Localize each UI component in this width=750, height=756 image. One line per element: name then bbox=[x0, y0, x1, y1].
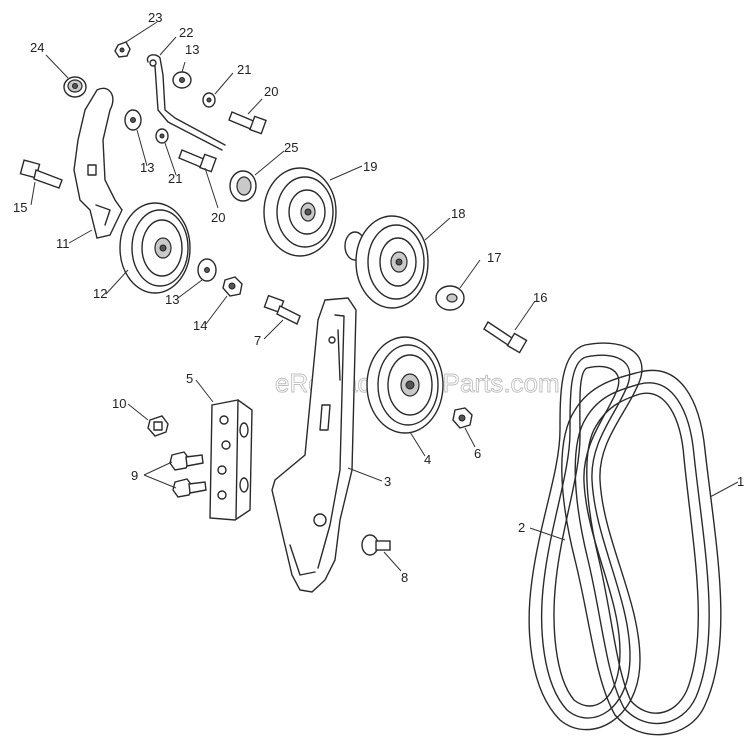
washer-13c bbox=[197, 258, 217, 282]
callout-4: 4 bbox=[424, 452, 431, 467]
bracket-11 bbox=[73, 87, 123, 239]
callout-3: 3 bbox=[384, 474, 391, 489]
nut-24 bbox=[63, 76, 87, 98]
mounting-plate bbox=[209, 399, 253, 521]
callout-21a: 21 bbox=[237, 62, 251, 77]
bolt-15 bbox=[19, 159, 63, 189]
callout-18: 18 bbox=[451, 206, 465, 221]
bolt-8 bbox=[361, 534, 391, 556]
callout-7: 7 bbox=[254, 333, 261, 348]
callout-9: 9 bbox=[131, 468, 138, 483]
callout-10: 10 bbox=[112, 396, 126, 411]
callout-1: 1 bbox=[737, 474, 744, 489]
leader-lines bbox=[30, 21, 739, 572]
spacer-17 bbox=[435, 285, 465, 311]
belt-1 bbox=[561, 369, 722, 736]
callout-6: 6 bbox=[474, 446, 481, 461]
pulley-19 bbox=[263, 167, 337, 257]
callout-5: 5 bbox=[186, 371, 193, 386]
washer-13a bbox=[172, 71, 192, 89]
callout-25: 25 bbox=[284, 140, 298, 155]
nut-14 bbox=[222, 276, 243, 297]
lock-washer-21a bbox=[202, 92, 216, 108]
idler-arm-bracket bbox=[271, 297, 357, 593]
callout-20b: 20 bbox=[211, 210, 225, 225]
clip-23 bbox=[114, 41, 131, 58]
callout-22: 22 bbox=[179, 25, 193, 40]
callout-15: 15 bbox=[13, 200, 27, 215]
callout-21b: 21 bbox=[168, 171, 182, 186]
callout-13b: 13 bbox=[140, 160, 154, 175]
bolt-16 bbox=[483, 321, 528, 354]
callout-24: 24 bbox=[30, 40, 44, 55]
callout-16: 16 bbox=[533, 290, 547, 305]
bolt-10 bbox=[147, 415, 169, 437]
belt-2 bbox=[528, 342, 643, 731]
callout-14: 14 bbox=[193, 318, 207, 333]
washer-13b bbox=[124, 109, 142, 131]
rod-22 bbox=[146, 54, 226, 151]
callout-11: 11 bbox=[56, 236, 70, 251]
callout-labels: 1 2 3 4 5 6 7 8 9 10 11 12 13 13 13 14 1… bbox=[13, 10, 744, 585]
lock-washer-21b bbox=[155, 128, 169, 144]
callout-20a: 20 bbox=[264, 84, 278, 99]
callout-13c: 13 bbox=[165, 292, 179, 307]
callout-13a: 13 bbox=[185, 42, 199, 57]
nut-6 bbox=[452, 407, 473, 429]
bolt-20b bbox=[178, 149, 217, 173]
idler-pulley-12 bbox=[119, 202, 191, 294]
bolt-7 bbox=[263, 294, 301, 325]
pulley-18 bbox=[344, 215, 429, 309]
bolt-20a bbox=[228, 111, 267, 135]
screws-9 bbox=[169, 451, 207, 498]
idler-pulley-4 bbox=[366, 336, 444, 434]
callout-23: 23 bbox=[148, 10, 162, 25]
callout-8: 8 bbox=[401, 570, 408, 585]
bushing-25 bbox=[229, 170, 257, 202]
callout-12: 12 bbox=[93, 286, 107, 301]
callout-17: 17 bbox=[487, 250, 501, 265]
callout-2: 2 bbox=[518, 520, 525, 535]
callout-19: 19 bbox=[363, 159, 377, 174]
